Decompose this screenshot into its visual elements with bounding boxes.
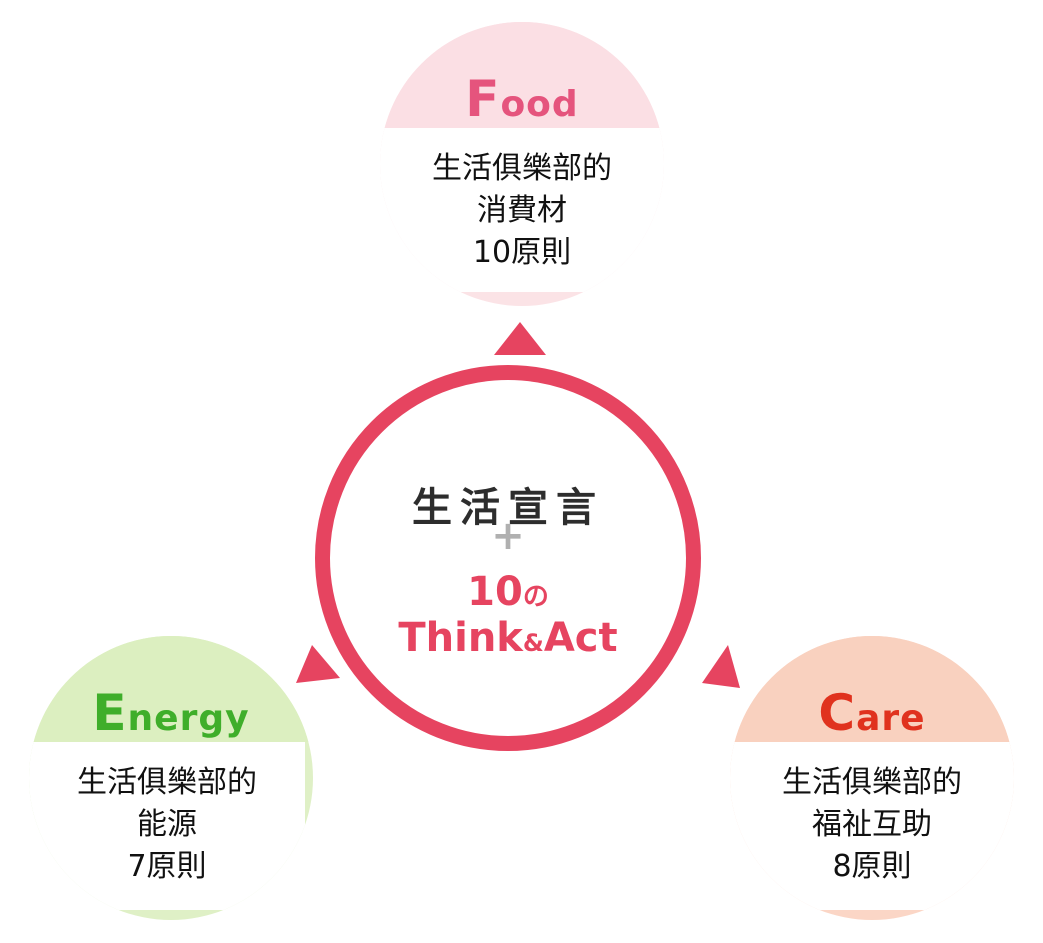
food-line: 消費材 [477, 193, 567, 228]
food-line: 10原則 [472, 235, 572, 270]
plus-icon: + [491, 513, 525, 559]
energy-node: Energy 生活俱樂部的 能源 7原則 [29, 636, 313, 920]
center-ring: 生活宣言 + 10の Think&Act [315, 365, 701, 751]
care-text-box [730, 742, 1014, 910]
energy-heading-band [29, 636, 313, 742]
arrow-left-icon [296, 645, 340, 683]
energy-line: 能源 [137, 807, 197, 842]
food-text-lines: 生活俱樂部的 消費材 10原則 [380, 148, 664, 274]
energy-line: 生活俱樂部的 [77, 765, 257, 800]
arrow-up-icon [494, 322, 546, 355]
center-ten-label: 10の [467, 569, 549, 615]
care-line: 8原則 [832, 849, 912, 884]
center-title: 生活宣言 [412, 485, 604, 531]
energy-line: 7原則 [127, 849, 207, 884]
food-node: Food 生活俱樂部的 消費材 10原則 [380, 22, 664, 306]
food-text-box [380, 128, 664, 292]
energy-text-box [29, 742, 305, 910]
care-node: Care 生活俱樂部的 福祉互助 8原則 [730, 636, 1014, 920]
center-think-act-label: Think&Act [398, 615, 618, 661]
arrow-right-icon [702, 645, 740, 688]
care-line: 生活俱樂部的 [782, 765, 962, 800]
care-heading-band [730, 636, 1014, 742]
care-heading: Care [818, 684, 926, 742]
food-heading-band [380, 22, 664, 128]
care-text-lines: 生活俱樂部的 福祉互助 8原則 [730, 762, 1014, 888]
food-heading: Food [465, 70, 579, 128]
care-line: 福祉互助 [812, 807, 932, 842]
food-line: 生活俱樂部的 [432, 151, 612, 186]
energy-heading: Energy [92, 684, 250, 742]
energy-text-lines: 生活俱樂部的 能源 7原則 [29, 762, 305, 888]
